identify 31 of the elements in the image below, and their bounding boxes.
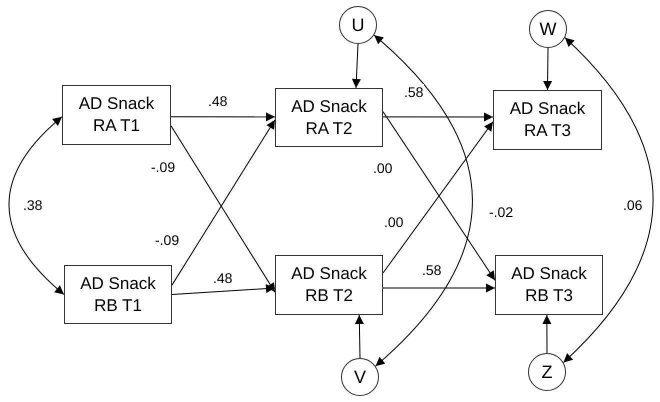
edge-label: .00 — [372, 160, 394, 176]
edge-label: .58 — [421, 262, 442, 278]
latent-variable-circle: U — [339, 6, 377, 44]
edge-label: .06 — [622, 197, 644, 213]
edge-label: .48 — [207, 93, 228, 109]
arrow — [382, 112, 494, 122]
edge-label: -.09 — [150, 159, 176, 175]
arrow — [170, 112, 276, 122]
variable-box: AD Snack RB T2 — [275, 255, 383, 315]
edge-label: .00 — [383, 214, 404, 230]
curved-arrow — [374, 34, 473, 367]
arrow — [352, 44, 361, 88]
edge-label: .48 — [212, 270, 234, 286]
arrow — [382, 284, 496, 292]
arrow — [354, 314, 364, 358]
edge-label: -.09 — [154, 232, 180, 248]
edge-label: -.02 — [488, 204, 514, 220]
variable-box: AD Snack RB T1 — [64, 265, 172, 324]
arrow — [543, 48, 552, 90]
variable-box: AD Snack RA T3 — [493, 90, 602, 150]
edge-label: .58 — [403, 84, 424, 100]
variable-box: AD Snack RB T3 — [495, 255, 603, 315]
curved-arrow — [562, 37, 654, 363]
arrow — [542, 314, 552, 354]
latent-variable-circle: V — [341, 358, 379, 396]
variable-box: AD Snack RA T1 — [62, 85, 171, 145]
edge-label: .38 — [22, 197, 44, 213]
curved-arrow — [8, 116, 64, 295]
latent-variable-circle: W — [529, 10, 567, 48]
variable-box: AD Snack RA T2 — [275, 88, 383, 147]
latent-variable-circle: Z — [528, 353, 566, 391]
